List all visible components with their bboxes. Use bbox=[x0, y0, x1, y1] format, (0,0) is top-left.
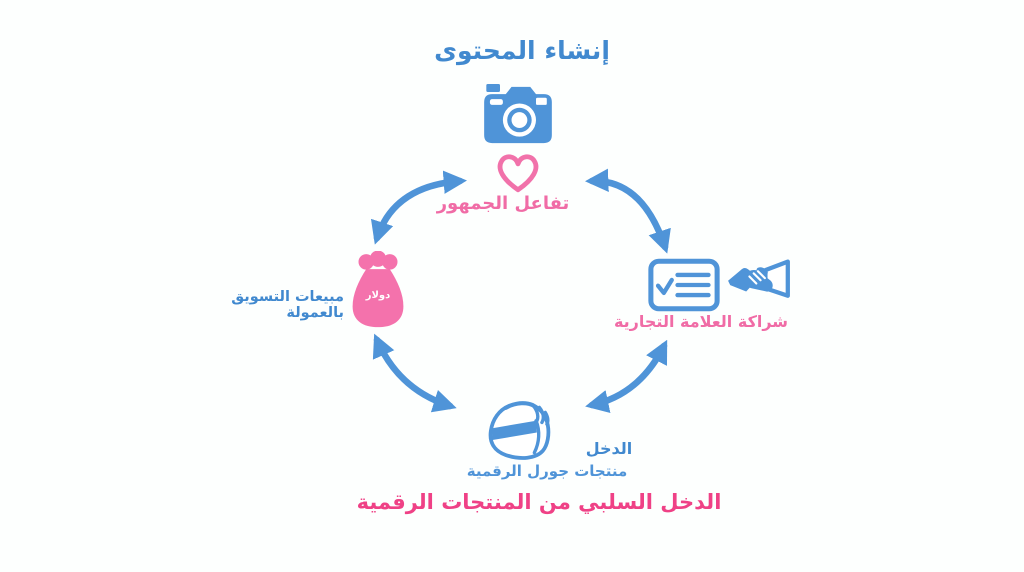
income-sublabel: منتجات جورل الرقمية bbox=[466, 462, 628, 480]
brand-partnership-label: شراكة العلامة التجارية bbox=[613, 312, 789, 331]
income-label: الدخل bbox=[585, 439, 633, 458]
checklist-icon bbox=[648, 258, 720, 312]
money-bag-icon bbox=[352, 251, 404, 328]
arrow-moneybag-heart bbox=[370, 170, 467, 245]
wallet-icon bbox=[488, 401, 551, 460]
income-emphasis-label: الدخل السلبي من المنتجات الرقمية bbox=[356, 490, 722, 514]
arrow-heart-partnership bbox=[584, 168, 671, 254]
heart-icon bbox=[497, 154, 539, 193]
arrow-wallet-moneybag bbox=[372, 333, 457, 413]
diagram-title: إنشاء المحتوى bbox=[434, 36, 610, 65]
camera-icon bbox=[484, 84, 552, 144]
arrow-partnership-wallet bbox=[585, 339, 668, 414]
money-bag-text: دولار bbox=[365, 290, 391, 301]
handshake-icon bbox=[728, 259, 790, 298]
audience-engagement-label: تفاعل الجمهور bbox=[436, 193, 570, 214]
affiliate-sales-label: مبيعات التسويق بالعمولة bbox=[231, 289, 344, 321]
